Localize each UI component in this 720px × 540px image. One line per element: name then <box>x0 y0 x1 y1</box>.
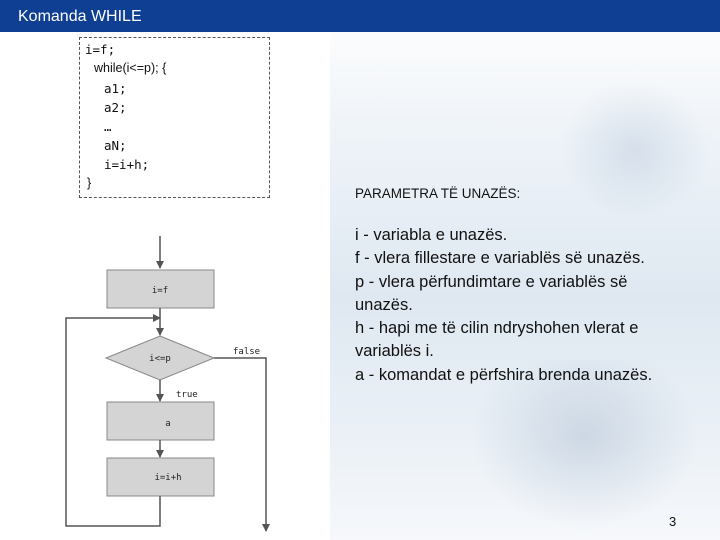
param-line: h - hapi me të cilin ndryshohen vlerat e <box>355 317 720 340</box>
background-shade <box>560 80 710 220</box>
param-line: p - vlera përfundimtare e variablës së <box>355 271 720 294</box>
code-line: i=f; <box>85 42 115 57</box>
true-label: true <box>176 390 198 400</box>
init-label: i=f <box>152 286 168 296</box>
code-line: i=i+h; <box>104 157 149 172</box>
code-box: i=f; while(i<=p); { a1; a2; … aN; i=i+h;… <box>79 37 270 198</box>
params-heading: PARAMETRA TË UNAZËS: <box>355 186 520 201</box>
code-line: while(i<=p); { <box>94 61 166 75</box>
param-line: unazës. <box>355 294 720 317</box>
body-label: a <box>165 419 170 429</box>
code-line: … <box>104 119 112 134</box>
code-line: } <box>87 176 91 190</box>
params-list: i - variabla e unazës. f - vlera fillest… <box>355 224 720 387</box>
title-bar: Komanda WHILE <box>0 0 720 32</box>
slide-title: Komanda WHILE <box>18 8 142 26</box>
false-branch-arrow <box>214 358 266 531</box>
page-number: 3 <box>669 514 676 529</box>
flowchart: i=f i<=p false true a i=i+h <box>0 200 330 540</box>
false-label: false <box>233 347 260 357</box>
code-line: aN; <box>104 138 127 153</box>
param-line: i - variabla e unazës. <box>355 224 720 247</box>
param-line: a - komandat e përfshira brenda unazës. <box>355 364 720 387</box>
code-line: a1; <box>104 81 127 96</box>
condition-label: i<=p <box>149 354 171 364</box>
param-line: variablës i. <box>355 340 720 363</box>
body-box <box>107 402 214 440</box>
code-line: a2; <box>104 100 127 115</box>
increment-label: i=i+h <box>154 473 181 483</box>
param-line: f - vlera fillestare e variablës së unaz… <box>355 247 720 270</box>
